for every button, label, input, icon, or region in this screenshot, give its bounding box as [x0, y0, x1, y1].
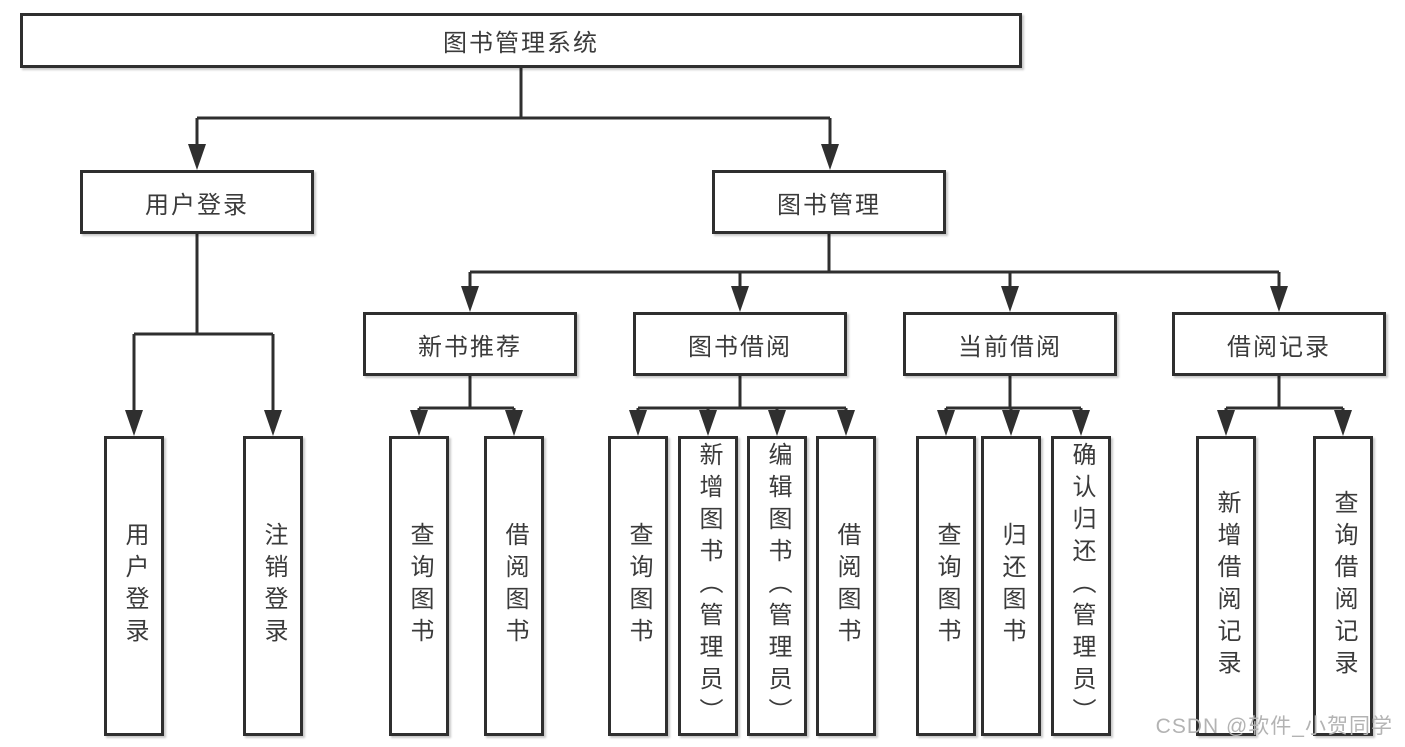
node-leaf-br-query-record: 查询借阅记录: [1313, 436, 1373, 736]
connector-borrow-records-children: [1224, 376, 1345, 418]
node-leaf-bb-add-books: 新增图书（管理员）: [678, 436, 738, 736]
node-leaf-cb-confirm-return: 确认归还（管理员）: [1051, 436, 1111, 736]
node-leaf-logout: 注销登录: [243, 436, 303, 736]
node-leaf-cb-return-books: 归还图书: [981, 436, 1041, 736]
node-leaf-nb-borrow-books: 借阅图书: [484, 436, 544, 736]
node-leaf-bb-query-books: 查询图书: [608, 436, 668, 736]
node-current-borrow: 当前借阅: [903, 312, 1117, 376]
node-leaf-user-login: 用户登录: [104, 436, 164, 736]
node-root: 图书管理系统: [20, 13, 1022, 68]
node-book-mgmt: 图书管理: [712, 170, 946, 234]
connector-user-login-children: [132, 234, 275, 418]
node-book-borrow: 图书借阅: [633, 312, 847, 376]
node-leaf-br-add-record: 新增借阅记录: [1196, 436, 1256, 736]
node-leaf-cb-query-books: 查询图书: [916, 436, 976, 736]
node-leaf-bb-borrow-books: 借阅图书: [816, 436, 876, 736]
connector-book-mgmt-children: [468, 234, 1281, 295]
connector-book-borrow-children: [636, 376, 848, 418]
node-new-book-rec: 新书推荐: [363, 312, 577, 376]
node-leaf-bb-edit-books: 编辑图书（管理员）: [747, 436, 807, 736]
node-borrow-records: 借阅记录: [1172, 312, 1386, 376]
connector-root-to-level2: [195, 68, 832, 152]
node-user-login: 用户登录: [80, 170, 314, 234]
node-leaf-nb-query-books: 查询图书: [389, 436, 449, 736]
connector-new-book-rec-children: [417, 376, 516, 418]
